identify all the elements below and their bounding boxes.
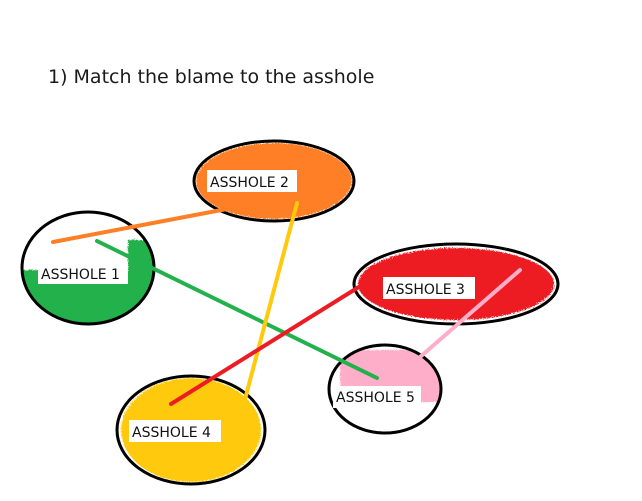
page-title: 1) Match the blame to the asshole	[48, 66, 375, 88]
asshole-4-outline	[115, 374, 267, 486]
connection-line	[51, 206, 234, 244]
asshole-1-label: ASSHOLE 1	[41, 267, 120, 283]
asshole-3-label: ASSHOLE 3	[386, 282, 465, 298]
asshole-2-label: ASSHOLE 2	[210, 175, 289, 191]
connection-line	[169, 283, 364, 406]
connection-line	[95, 239, 379, 380]
asshole-5-label: ASSHOLE 5	[336, 390, 415, 406]
connection-line	[242, 201, 299, 405]
asshole-2-outline	[192, 139, 356, 223]
asshole-5-outline	[327, 343, 443, 435]
connection-line	[410, 268, 522, 366]
asshole-4-label: ASSHOLE 4	[132, 425, 211, 441]
